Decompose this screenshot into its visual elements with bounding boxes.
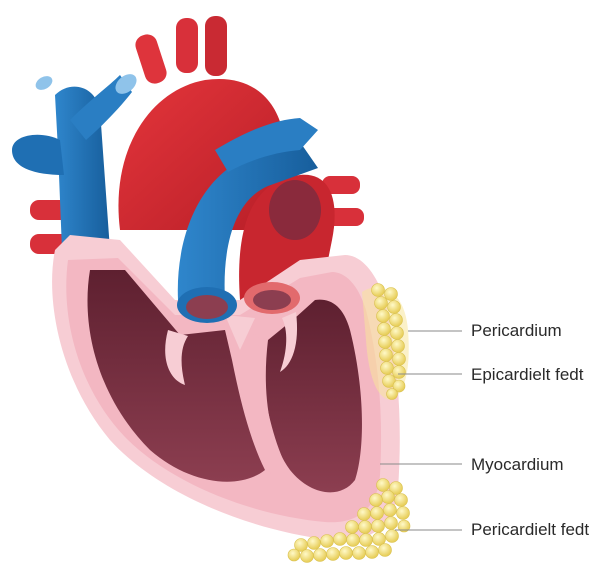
label-myocardium: Myocardium [471,456,564,473]
label-pericardial-fat: Pericardielt fedt [471,521,589,538]
label-epicardial-fat: Epicardielt fedt [471,366,583,383]
label-pericardium: Pericardium [471,322,562,339]
